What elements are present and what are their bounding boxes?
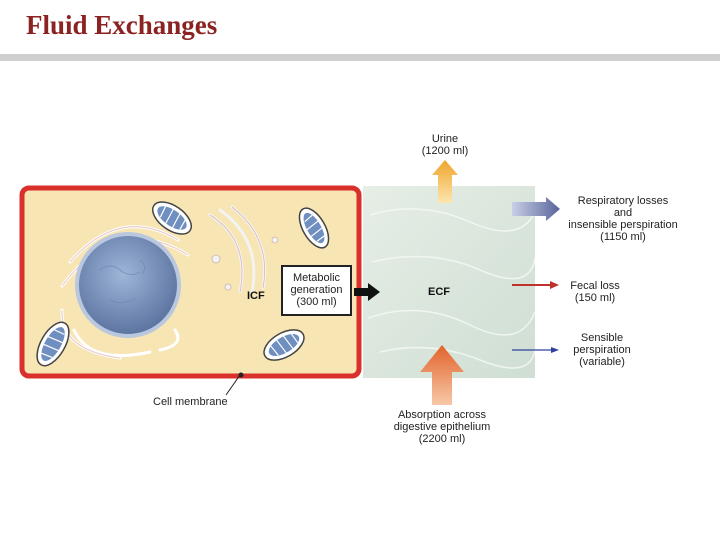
fecal-line-1: Fecal loss xyxy=(570,280,620,292)
respiratory-arrow xyxy=(512,197,560,221)
icf-label: ICF xyxy=(247,290,265,302)
respiratory-line-4: (1150 ml) xyxy=(600,231,646,243)
fecal-line-2: (150 ml) xyxy=(574,292,616,304)
vesicle xyxy=(224,283,232,291)
metabolic-line-1: Metabolic xyxy=(292,272,341,284)
sensible-line-3: (variable) xyxy=(579,356,625,368)
respiratory-label: Respiratory losses and insensible perspi… xyxy=(556,195,690,243)
sensible-line-1: Sensible xyxy=(580,332,624,344)
absorption-label: Absorption across digestive epithelium (… xyxy=(380,409,504,445)
title-divider xyxy=(0,54,720,61)
urine-line-2: (1200 ml) xyxy=(421,145,469,157)
slide-title: Fluid Exchanges xyxy=(26,10,218,40)
sensible-line-2: perspiration xyxy=(573,344,631,356)
absorption-line-3: (2200 ml) xyxy=(418,433,466,445)
sensible-label: Sensible perspiration (variable) xyxy=(562,332,642,368)
nucleus-texture xyxy=(99,259,146,304)
sensible-arrow-head xyxy=(551,347,559,353)
respiratory-line-1: Respiratory losses xyxy=(577,195,669,207)
ecf-texture xyxy=(367,208,536,369)
urine-label: Urine (1200 ml) xyxy=(410,133,480,157)
metabolic-generation-box: Metabolic generation (300 ml) xyxy=(281,265,352,316)
urine-arrow xyxy=(432,160,458,203)
respiratory-line-3: insensible perspiration xyxy=(568,219,678,231)
nucleus xyxy=(75,232,181,338)
absorption-line-1: Absorption across xyxy=(397,409,487,421)
cell-membrane-leader xyxy=(225,374,241,396)
mitochondrion xyxy=(263,329,305,361)
cell-membrane-label: Cell membrane xyxy=(153,396,228,408)
metabolic-line-2: generation xyxy=(290,284,343,296)
mitochondrion xyxy=(36,321,70,367)
metabolic-arrow xyxy=(354,283,380,301)
mitochondrion xyxy=(298,207,330,249)
respiratory-line-2: and xyxy=(613,207,633,219)
absorption-line-2: digestive epithelium xyxy=(393,421,491,433)
fecal-label: Fecal loss (150 ml) xyxy=(560,280,630,304)
fecal-arrow-head xyxy=(550,281,559,289)
metabolic-line-3: (300 ml) xyxy=(296,296,337,308)
ecf-region xyxy=(363,186,535,378)
golgi-outline xyxy=(209,206,266,293)
absorption-arrow xyxy=(420,345,464,405)
vesicle xyxy=(271,236,279,244)
urine-line-1: Urine xyxy=(431,133,459,145)
cell-membrane-dot xyxy=(238,372,244,378)
ecf-label: ECF xyxy=(428,286,450,298)
vesicle xyxy=(211,254,221,264)
